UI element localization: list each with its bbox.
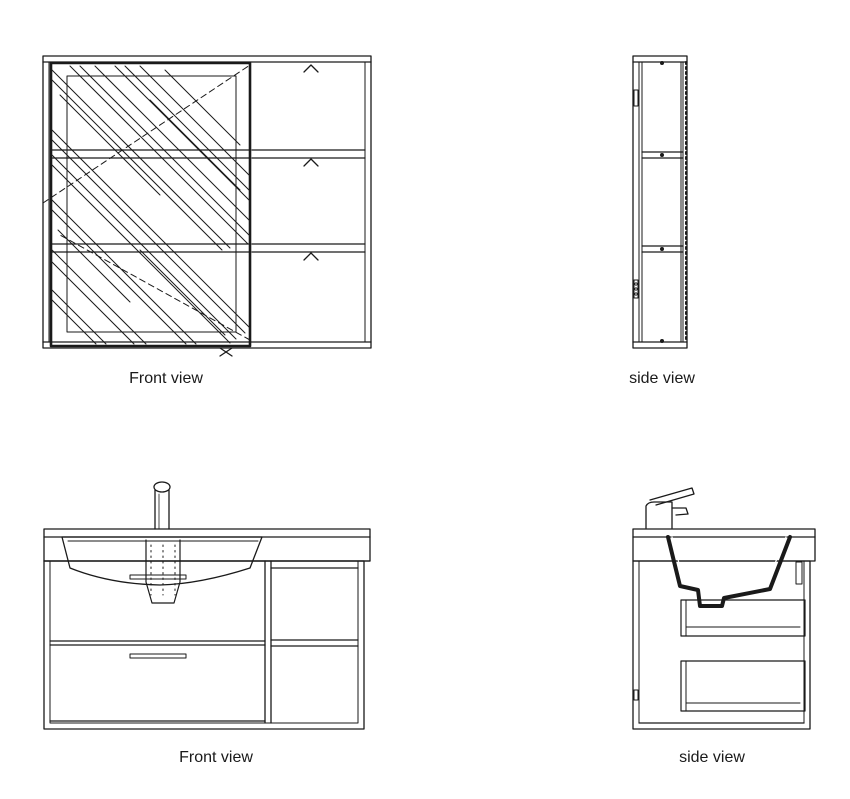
caption-vanity-front-view: Front view bbox=[179, 749, 253, 766]
basin-section bbox=[666, 535, 792, 608]
caption-cabinet-side-view: side view bbox=[629, 370, 695, 387]
cabinet-outer-frame bbox=[42, 55, 372, 349]
drawer-handle bbox=[129, 574, 187, 580]
countertop bbox=[43, 528, 371, 562]
shelf-arrow-icon bbox=[303, 158, 319, 167]
drawer-handle bbox=[129, 653, 187, 659]
caption-vanity-side-view: side view bbox=[679, 749, 745, 766]
caption-cabinet-front-view: Front view bbox=[129, 370, 203, 387]
faucet bbox=[153, 481, 171, 530]
mirror-cabinet-front-view bbox=[42, 55, 372, 357]
vanity-side-view bbox=[632, 487, 816, 730]
mirror-cabinet-side-view bbox=[632, 55, 688, 349]
basin bbox=[61, 536, 263, 586]
mirror-door bbox=[42, 61, 252, 357]
shelf-arrow-icon bbox=[303, 64, 319, 73]
faucet-side bbox=[645, 487, 695, 529]
shelf-arrow-icon bbox=[303, 252, 319, 261]
vanity-front-view bbox=[43, 481, 371, 730]
